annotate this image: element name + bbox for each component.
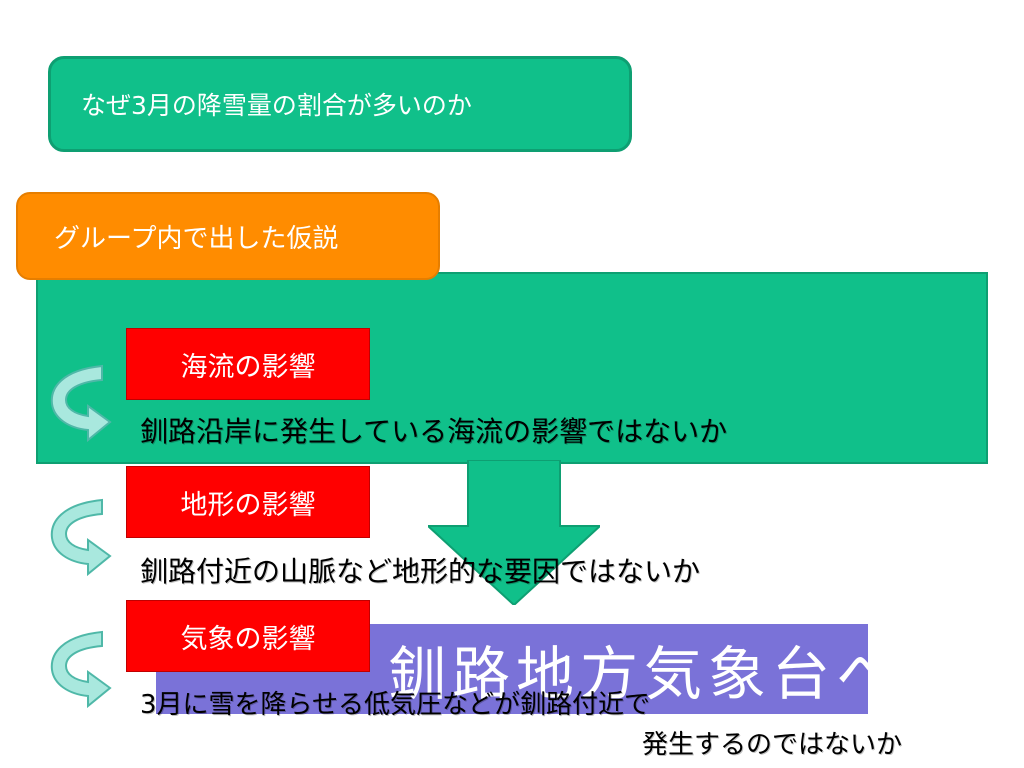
factor-description-weather-line1: 3月に雪を降らせる低気圧などが釧路付近で [140, 690, 651, 720]
hypothesis-label: グループ内で出した仮説 [16, 192, 440, 280]
factor-description-weather-line2: 発生するのではないか [642, 730, 903, 760]
question-text: なぜ3月の降雪量の割合が多いのか [81, 91, 472, 120]
factor-label-text: 気象の影響 [180, 623, 316, 655]
factor-label-ocean: 海流の影響 [126, 328, 370, 400]
banner-text: 釧路地方気象台へ質問 [388, 640, 868, 708]
curved-arrow-icon [50, 364, 112, 442]
factor-label-text: 地形の影響 [180, 489, 316, 521]
hypothesis-label-text: グループ内で出した仮説 [54, 223, 339, 254]
question-box: なぜ3月の降雪量の割合が多いのか [48, 56, 632, 152]
factor-label-weather: 気象の影響 [126, 600, 370, 672]
factor-label-terrain: 地形の影響 [126, 466, 370, 538]
factor-description-ocean: 釧路沿岸に発生している海流の影響ではないか [140, 415, 728, 448]
curved-arrow-icon [50, 498, 112, 576]
factor-label-text: 海流の影響 [180, 351, 316, 383]
down-arrow-icon [428, 460, 600, 605]
curved-arrow-icon [50, 630, 112, 708]
factor-description-terrain: 釧路付近の山脈など地形的な要因ではないか [140, 555, 701, 588]
